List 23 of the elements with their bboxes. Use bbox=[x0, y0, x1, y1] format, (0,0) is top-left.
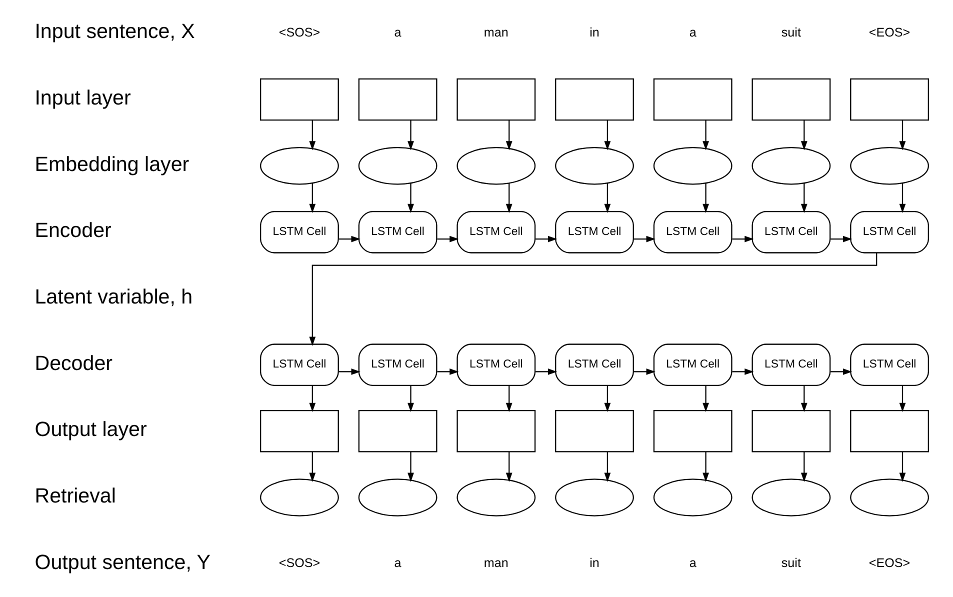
label: <EOS> bbox=[868, 556, 910, 570]
label: Embedding layer bbox=[34, 152, 189, 176]
label: in bbox=[589, 556, 599, 570]
label: <SOS> bbox=[278, 25, 320, 40]
label: Decoder bbox=[34, 352, 112, 375]
label: Output layer bbox=[34, 418, 146, 442]
label: man bbox=[483, 556, 508, 570]
label: Encoder bbox=[34, 219, 111, 242]
label: Input sentence, X bbox=[34, 20, 194, 44]
label: Output sentence, Y bbox=[34, 550, 210, 574]
label: <EOS> bbox=[868, 25, 910, 40]
label: a bbox=[394, 556, 401, 570]
label: suit bbox=[780, 25, 800, 40]
label: man bbox=[483, 25, 508, 40]
label: Input layer bbox=[34, 86, 130, 110]
label: Retrieval bbox=[34, 484, 116, 508]
label: suit bbox=[780, 556, 800, 570]
label: a bbox=[394, 25, 401, 40]
label: <SOS> bbox=[278, 556, 320, 570]
label: a bbox=[688, 25, 696, 40]
label: in bbox=[589, 25, 599, 40]
label: Latent variable, h bbox=[34, 286, 192, 309]
label: a bbox=[688, 556, 696, 570]
